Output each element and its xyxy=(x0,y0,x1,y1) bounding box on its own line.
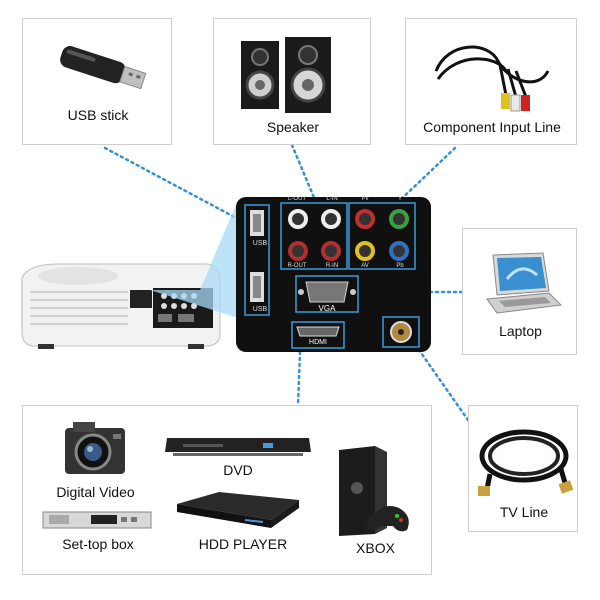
panel-usb-2: USB xyxy=(252,306,268,313)
panel-pv: Pv xyxy=(361,196,369,202)
av-port-frame xyxy=(348,202,416,270)
panel-usb-1: USB xyxy=(252,240,268,247)
panel-r-out: R-OUT xyxy=(287,263,307,269)
panel-av: AV xyxy=(361,263,369,269)
tv-cable-icon xyxy=(478,429,574,496)
usb-port-frame xyxy=(244,204,270,316)
rf-port-frame xyxy=(382,316,420,348)
audio-port-frame xyxy=(280,202,348,270)
digital-video-camera-icon xyxy=(65,422,125,474)
tv-line-card: TV Line xyxy=(468,405,578,532)
laptop-icon xyxy=(486,252,563,314)
laptop-label: Laptop xyxy=(499,323,542,339)
dvd-label: DVD xyxy=(223,462,253,478)
xbox-console-icon xyxy=(339,446,409,536)
panel-vga: VGA xyxy=(318,304,336,313)
hdd-player-icon xyxy=(177,492,299,528)
usb-stick-label: USB stick xyxy=(67,107,129,123)
component-cable-icon xyxy=(434,45,550,112)
panel-r-in: R-IN xyxy=(325,263,339,269)
dvd-player-icon xyxy=(165,438,311,456)
line-component xyxy=(393,146,457,207)
usb-stick-card: USB stick xyxy=(22,18,172,145)
line-usb-stick xyxy=(103,146,257,230)
xbox-label: XBOX xyxy=(356,540,395,556)
set-top-box-label: Set-top box xyxy=(62,536,134,552)
panel-l-out: L-OUT xyxy=(288,196,306,202)
vga-port-frame xyxy=(295,275,359,313)
speaker-label: Speaker xyxy=(266,119,320,135)
tv-line-label: TV Line xyxy=(499,504,549,520)
panel-y: Y xyxy=(397,196,402,202)
hdmi-port-frame xyxy=(291,321,345,349)
hdd-player-label: HDD PLAYER xyxy=(198,536,288,552)
panel-pb: Pb xyxy=(396,263,404,269)
component-input-line-card: Component Input Line xyxy=(405,18,577,145)
set-top-box-icon xyxy=(42,511,152,529)
line-hdmi xyxy=(296,350,302,407)
line-speaker xyxy=(290,143,317,202)
speaker-icon xyxy=(241,37,331,113)
panel-l-in: L-IN xyxy=(326,196,338,202)
video-sources-card: Digital Video DVD XBOX Set-top box HDD P… xyxy=(22,405,432,575)
component-input-line-label: Component Input Line xyxy=(423,119,561,135)
speaker-card: Speaker xyxy=(213,18,371,145)
laptop-card: Laptop xyxy=(462,228,577,355)
projector-icon xyxy=(21,263,221,349)
panel-hdmi: HDMI xyxy=(309,339,327,346)
digital-video-label: Digital Video xyxy=(56,484,135,500)
usb-stick-icon xyxy=(60,46,147,90)
